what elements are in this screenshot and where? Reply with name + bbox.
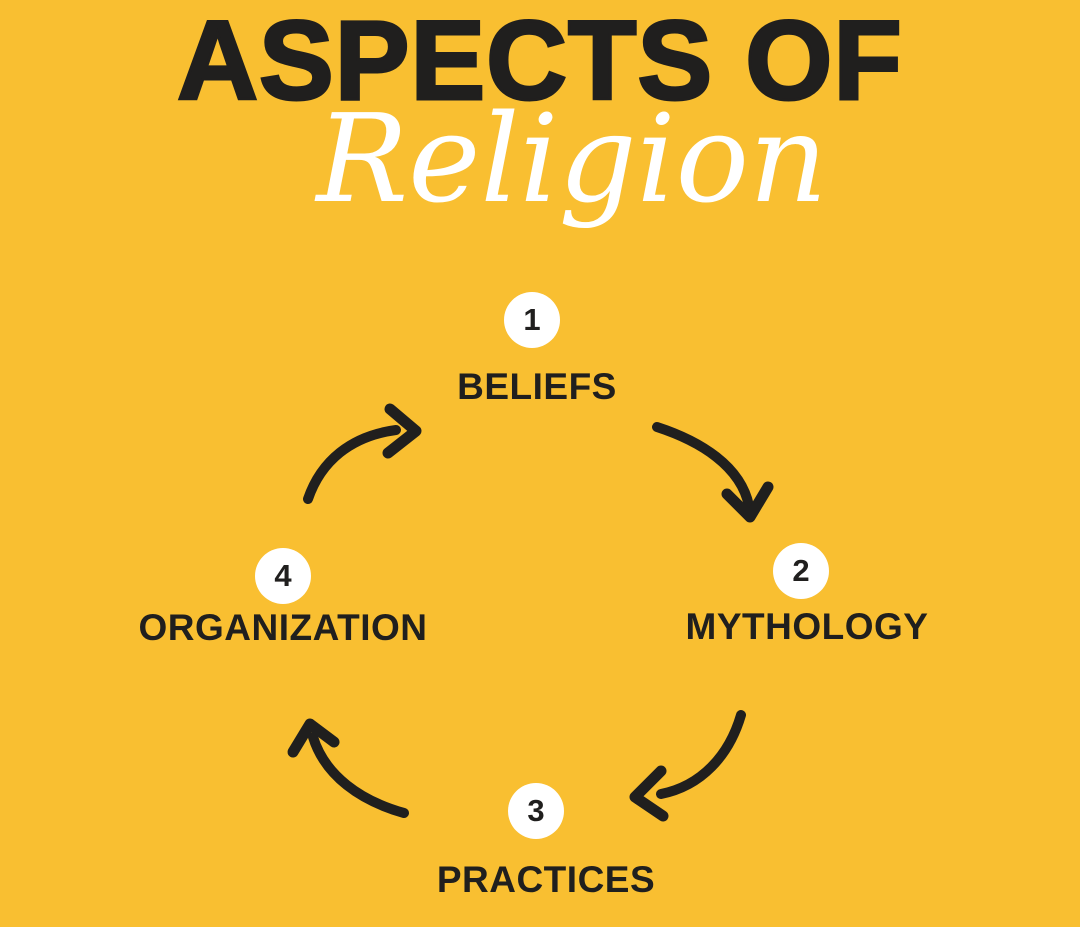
page-title: ASPECTS OF [176, 0, 904, 123]
curved-arrow-mythology-to-practices-icon [629, 710, 746, 822]
curved-arrow-organization-to-beliefs-icon [303, 403, 422, 504]
node-label: PRACTICES [436, 859, 656, 900]
node-label: BELIEFS [457, 366, 617, 407]
page-subtitle-script: Religion [316, 88, 828, 230]
curved-arrow-practices-to-organization-icon [287, 718, 409, 818]
node-number-badge: 2 [773, 543, 829, 599]
node-number-badge: 3 [508, 783, 564, 839]
node-label: MYTHOLOGY [685, 606, 929, 647]
node-number-badge: 4 [255, 548, 311, 604]
node-number-badge: 1 [504, 292, 560, 348]
curved-arrow-beliefs-to-mythology-icon [652, 422, 774, 523]
node-label: ORGANIZATION [138, 607, 428, 648]
